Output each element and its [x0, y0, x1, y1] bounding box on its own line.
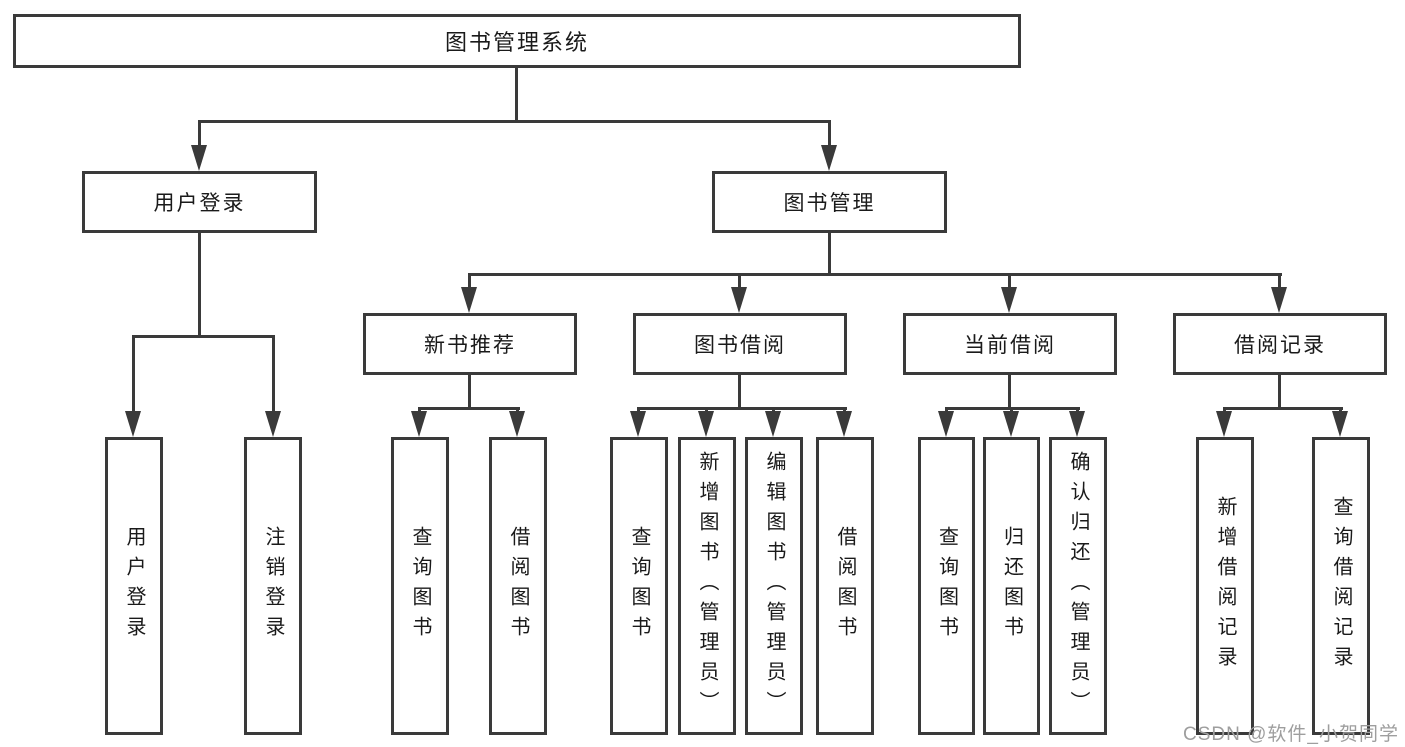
csdn-watermark: CSDN @软件_小贺同学 [1183, 724, 1399, 745]
node-borrow-record: 借阅记录 [1173, 313, 1387, 375]
arrow-down-icon [509, 411, 525, 437]
leaf-borrow-borrow-book: 借阅图书 [816, 437, 874, 735]
arrow-down-icon [765, 411, 781, 437]
leaf-current-query-book: 查询图书 [918, 437, 975, 735]
node-user-login: 用户登录 [82, 171, 317, 233]
connector-userlogin-hline [132, 335, 275, 338]
leaf-return-book-label: 归还图书 [1000, 526, 1023, 646]
leaf-confirm-return-admin-label: 确认归还（管理员） [1067, 451, 1089, 721]
arrow-down-icon [411, 411, 427, 437]
leaf-add-borrow-record: 新增借阅记录 [1196, 437, 1254, 735]
node-book-management: 图书管理 [712, 171, 947, 233]
leaf-return-book: 归还图书 [983, 437, 1040, 735]
arrow-down-icon [938, 411, 954, 437]
leaf-query-borrow-record-label: 查询借阅记录 [1330, 496, 1352, 676]
leaf-edit-book-admin: 编辑图书（管理员） [745, 437, 803, 735]
arrow-down-icon [630, 411, 646, 437]
arrow-down-icon [191, 145, 207, 171]
connector-currentborrow-vline [1008, 375, 1011, 409]
node-current-borrow: 当前借阅 [903, 313, 1117, 375]
node-new-book-recommend-label: 新书推荐 [424, 334, 516, 357]
leaf-current-query-book-label: 查询图书 [935, 526, 958, 646]
connector-bookmgmt-stub-1 [468, 273, 471, 291]
connector-root-vline [515, 68, 518, 122]
leaf-query-borrow-record: 查询借阅记录 [1312, 437, 1370, 735]
leaf-user-login-label: 用户登录 [123, 526, 145, 646]
connector-borrowrecord-hline [1223, 407, 1343, 410]
connector-newbook-vline [468, 375, 471, 409]
connector-userlogin-vline [198, 233, 201, 337]
connector-bookmgmt-stub-3 [1008, 273, 1011, 291]
leaf-user-login: 用户登录 [105, 437, 163, 735]
node-book-management-label: 图书管理 [783, 192, 876, 215]
connector-root-stub-left [198, 120, 201, 150]
connector-bookborrow-vline [738, 375, 741, 409]
arrow-down-icon [821, 145, 837, 171]
leaf-newbook-borrow-book: 借阅图书 [489, 437, 547, 735]
node-root-label: 图书管理系统 [444, 30, 589, 55]
arrow-down-icon [1332, 411, 1348, 437]
leaf-add-borrow-record-label: 新增借阅记录 [1214, 496, 1236, 676]
arrow-down-icon [836, 411, 852, 437]
arrow-down-icon [461, 287, 477, 313]
arrow-down-icon [1271, 287, 1287, 313]
connector-bookmgmt-stub-2 [738, 273, 741, 291]
connector-newbook-hline [418, 407, 520, 410]
node-user-login-label: 用户登录 [153, 192, 246, 215]
arrow-down-icon [1069, 411, 1085, 437]
arrow-down-icon [1216, 411, 1232, 437]
connector-bookmgmt-vline [828, 233, 831, 275]
node-root: 图书管理系统 [13, 14, 1021, 68]
arrow-down-icon [1003, 411, 1019, 437]
leaf-newbook-query-book: 查询图书 [391, 437, 449, 735]
arrow-down-icon [698, 411, 714, 437]
leaf-confirm-return-admin: 确认归还（管理员） [1049, 437, 1107, 735]
connector-root-stub-right [828, 120, 831, 150]
leaf-logout: 注销登录 [244, 437, 302, 735]
leaf-newbook-borrow-book-label: 借阅图书 [507, 526, 529, 646]
connector-userlogin-stub-1 [132, 335, 135, 415]
node-borrow-record-label: 借阅记录 [1234, 334, 1326, 357]
connector-borrowrecord-vline [1278, 375, 1281, 409]
node-new-book-recommend: 新书推荐 [363, 313, 577, 375]
leaf-edit-book-admin-label: 编辑图书（管理员） [763, 451, 785, 721]
node-book-borrow: 图书借阅 [633, 313, 847, 375]
arrow-down-icon [125, 411, 141, 437]
leaf-add-book-admin-label: 新增图书（管理员） [696, 451, 718, 721]
node-current-borrow-label: 当前借阅 [964, 334, 1056, 357]
connector-bookmgmt-hline [468, 273, 1282, 276]
node-book-borrow-label: 图书借阅 [694, 334, 786, 357]
leaf-borrow-query-book-label: 查询图书 [628, 526, 650, 646]
leaf-borrow-borrow-book-label: 借阅图书 [834, 526, 856, 646]
leaf-add-book-admin: 新增图书（管理员） [678, 437, 736, 735]
connector-bookmgmt-stub-4 [1278, 273, 1281, 291]
connector-root-hline [198, 120, 831, 123]
connector-userlogin-stub-2 [272, 335, 275, 415]
leaf-newbook-query-book-label: 查询图书 [409, 526, 431, 646]
arrow-down-icon [731, 287, 747, 313]
arrow-down-icon [265, 411, 281, 437]
connector-bookborrow-hline [637, 407, 847, 410]
leaf-logout-label: 注销登录 [262, 526, 284, 646]
arrow-down-icon [1001, 287, 1017, 313]
leaf-borrow-query-book: 查询图书 [610, 437, 668, 735]
